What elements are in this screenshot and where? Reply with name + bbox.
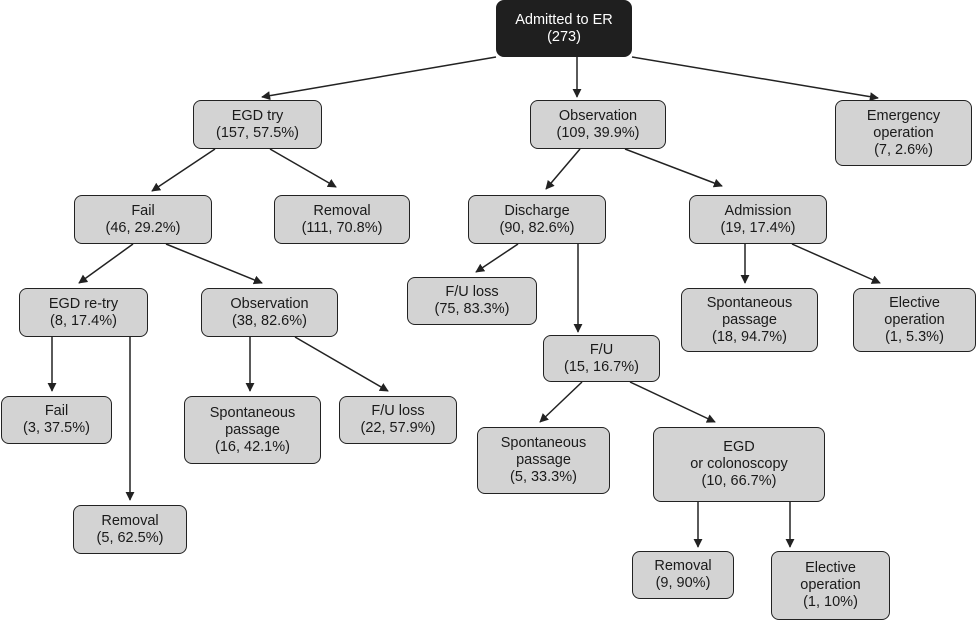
arrow-fu-spont	[539, 381, 583, 423]
node-text-line: Fail	[131, 202, 155, 219]
node-text-line: (7, 2.6%)	[874, 141, 933, 158]
node-text-line: (111, 70.8%)	[301, 219, 383, 236]
node-text-line: passage	[722, 311, 777, 328]
arrow-root-emergency	[631, 56, 879, 102]
node-text-line: Fail	[44, 403, 69, 419]
node-text-line: (5, 33.3%)	[510, 469, 577, 485]
node-fu-loss-discharge: F/U loss(75, 83.3%)	[407, 277, 537, 325]
arrow-obs2-fuloss	[294, 336, 389, 392]
node-text-line: (10, 66.7%)	[701, 473, 777, 489]
node-text-line: Discharge	[504, 202, 570, 219]
node-text-line: or colonoscopy	[690, 456, 788, 472]
arrow-egdtry-fail	[151, 148, 216, 192]
node-text-line: Removal	[101, 512, 159, 529]
node-text-line: Emergency	[866, 107, 941, 124]
node-text-line: Observation	[230, 295, 309, 312]
node-text-line: (38, 82.6%)	[232, 312, 307, 329]
node-discharge: Discharge(90, 82.6%)	[468, 195, 606, 244]
node-text-line: operation	[800, 577, 861, 593]
node-text-line: Observation	[558, 107, 638, 124]
node-text-line: (90, 82.6%)	[499, 219, 575, 236]
node-observation: Observation(109, 39.9%)	[530, 100, 666, 149]
node-text-line: passage	[516, 452, 571, 468]
node-text-line: operation	[873, 124, 934, 141]
arrow-discharge-fuloss	[475, 243, 519, 273]
node-text-line: Admitted to ER	[515, 11, 613, 28]
arrow-egdtry-removal	[269, 148, 337, 188]
node-text-line: Elective	[889, 294, 940, 311]
node-text-line: (16, 42.1%)	[215, 438, 290, 455]
node-fail: Fail(46, 29.2%)	[74, 195, 212, 244]
node-text-line: F/U	[589, 341, 614, 358]
node-text-line: (75, 83.3%)	[434, 301, 510, 317]
node-text-line: Elective	[805, 560, 856, 576]
node-text-line: (109, 39.9%)	[556, 124, 640, 141]
node-fu: F/U(15, 16.7%)	[543, 335, 660, 382]
node-admitted-to-er: Admitted to ER(273)	[496, 0, 632, 57]
node-text-line: (9, 90%)	[655, 575, 711, 591]
arrow-admission-elective	[791, 243, 881, 284]
node-removal-2: Removal(5, 62.5%)	[73, 505, 187, 554]
node-text-line: (15, 16.7%)	[564, 358, 639, 375]
node-text-line: EGD	[723, 439, 755, 455]
node-text-line: Removal	[654, 558, 712, 574]
node-text-line: Spontaneous	[209, 404, 296, 421]
arrow-fail-egdretry	[78, 243, 134, 284]
arrow-obs-discharge	[545, 148, 581, 190]
node-text-line: (3, 37.5%)	[23, 420, 90, 436]
arrow-fu-egdcolon	[629, 381, 716, 423]
node-text-line: (18, 94.7%)	[712, 328, 787, 345]
node-text-line: Spontaneous	[706, 294, 793, 311]
node-text-line: F/U loss	[371, 403, 425, 419]
node-text-line: EGD re-try	[48, 295, 119, 312]
node-egd-try: EGD try(157, 57.5%)	[193, 100, 322, 149]
node-text-line: passage	[225, 421, 280, 438]
node-text-line: (273)	[547, 28, 581, 45]
node-text-line: Admission	[724, 202, 792, 219]
node-removal-3: Removal(9, 90%)	[632, 551, 734, 599]
node-observation-2: Observation(38, 82.6%)	[201, 288, 338, 337]
node-fu-loss-observation: F/U loss(22, 57.9%)	[339, 396, 457, 444]
node-text-line: (1, 5.3%)	[885, 328, 944, 345]
node-text-line: (1, 10%)	[803, 594, 858, 610]
node-text-line: EGD try	[231, 107, 284, 124]
arrow-obs-admission	[624, 148, 723, 188]
node-text-line: (5, 62.5%)	[96, 529, 164, 546]
node-text-line: (22, 57.9%)	[360, 420, 436, 436]
node-egd-retry: EGD re-try(8, 17.4%)	[19, 288, 148, 337]
node-text-line: (8, 17.4%)	[50, 312, 117, 329]
node-text-line: F/U loss	[445, 284, 499, 300]
node-text-line: (46, 29.2%)	[105, 219, 181, 236]
node-fail-2: Fail(3, 37.5%)	[1, 396, 112, 444]
node-removal: Removal(111, 70.8%)	[274, 195, 410, 244]
node-text-line: operation	[884, 311, 945, 328]
arrow-root-egd-try	[261, 56, 497, 101]
arrow-fail-observation2	[165, 243, 263, 285]
node-text-line: (157, 57.5%)	[215, 124, 300, 141]
node-text-line: (19, 17.4%)	[720, 219, 796, 236]
node-text-line: Removal	[313, 202, 371, 219]
node-text-line: Spontaneous	[500, 435, 587, 451]
node-admission: Admission(19, 17.4%)	[689, 195, 827, 244]
